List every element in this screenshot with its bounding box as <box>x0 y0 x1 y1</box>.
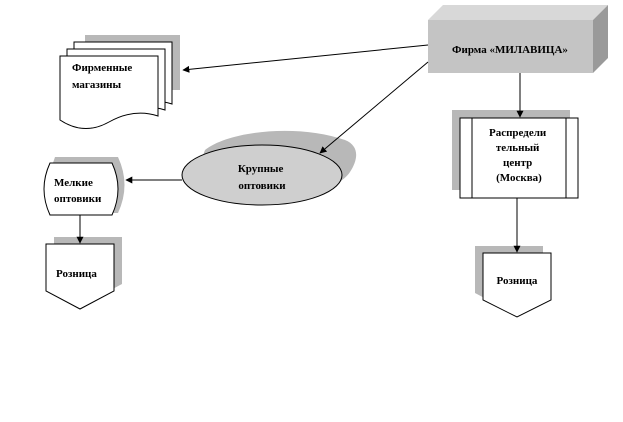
distribution-center-label-line-3: центр <box>503 157 532 169</box>
large-wholesale-node: Крупные оптовики <box>181 130 357 206</box>
small-wholesale-label-line-1: Мелкие <box>54 177 93 189</box>
distribution-center-label-line-4: (Москва) <box>496 172 542 184</box>
retail-left-label: Розница <box>56 268 97 280</box>
large-wholesale-label-line-1: Крупные <box>238 163 284 175</box>
distribution-center-label-line-2: тельный <box>496 142 540 154</box>
brand-stores-node: Фирменные магазины <box>59 35 180 129</box>
retail-right-node: Розница <box>475 246 552 318</box>
brand-stores-label: Фирменные магазины <box>72 62 135 91</box>
retail-left-node: Розница <box>45 237 122 310</box>
large-wholesale-label-line-2: оптовики <box>238 180 286 192</box>
distribution-center-node: Распредели тельный центр (Москва) <box>452 110 579 199</box>
firm-label: Фирма «МИЛАВИЦА» <box>452 44 568 56</box>
large-wholesale-label: Крупные оптовики <box>238 163 286 192</box>
distribution-center-label-line-1: Распредели <box>489 127 547 139</box>
firm-node: Фирма «МИЛАВИЦА» <box>428 5 608 73</box>
small-wholesale-label: Мелкие оптовики <box>54 177 102 205</box>
arrow-firm-to-brand-stores <box>182 44 429 73</box>
brand-stores-label-line-1: Фирменные <box>72 62 132 74</box>
retail-right-label: Розница <box>497 275 538 287</box>
small-wholesale-label-line-2: оптовики <box>54 193 102 205</box>
arrow-firm-to-large-wholesale <box>319 61 429 154</box>
small-wholesale-node: Мелкие оптовики <box>43 157 125 216</box>
connectors <box>76 44 524 253</box>
brand-stores-label-line-2: магазины <box>72 79 122 91</box>
distribution-center-label: Распредели тельный центр (Москва) <box>489 127 549 184</box>
